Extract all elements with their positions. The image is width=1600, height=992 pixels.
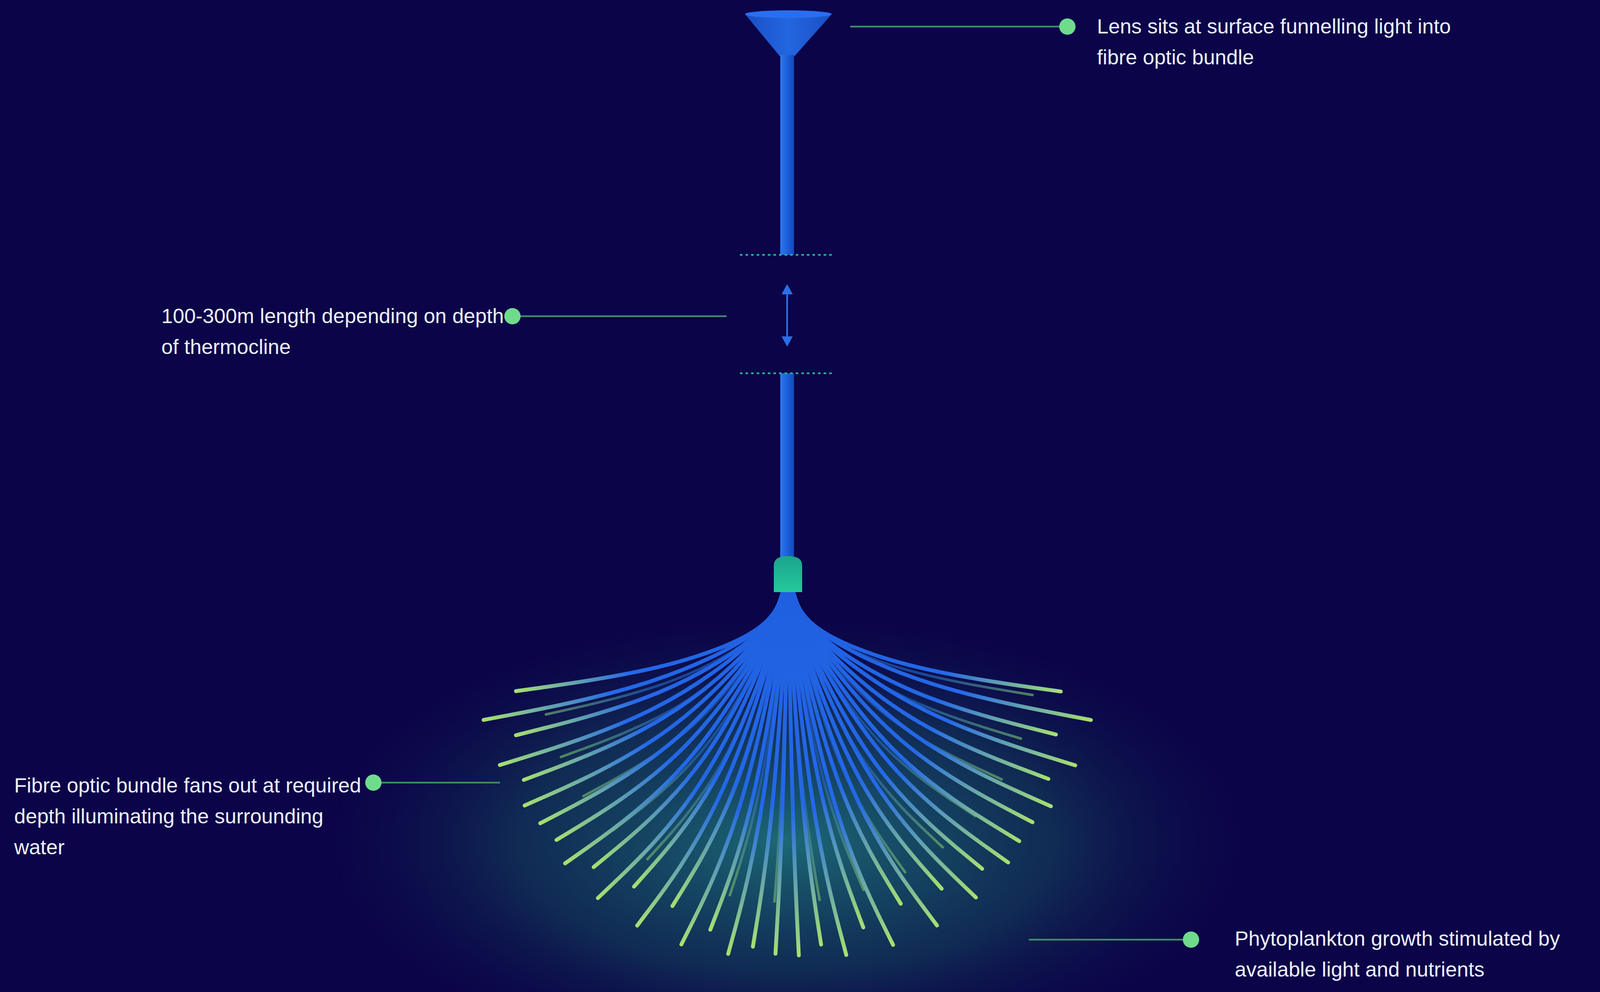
fibre — [792, 591, 1056, 735]
fibre — [565, 591, 785, 864]
leader-line — [520, 315, 727, 318]
callout-label: Phytoplankton growth stimulated by avail… — [1234, 923, 1591, 986]
leader-line — [381, 781, 500, 784]
lens-funnel — [745, 14, 832, 57]
callout-label-box: 100-300m length depending on depth of th… — [161, 300, 505, 363]
break-line — [739, 254, 835, 256]
light-glow — [0, 493, 1600, 992]
lens-rim — [745, 10, 832, 19]
fibre-stem — [780, 373, 794, 561]
fibre-stem — [780, 54, 794, 255]
fibre — [681, 591, 787, 945]
fibre — [792, 591, 1033, 823]
bundle-cap — [773, 556, 803, 593]
leader-dot — [1059, 18, 1076, 35]
fibre — [792, 591, 1076, 766]
leader-dot — [365, 774, 382, 791]
arrowhead — [781, 284, 793, 295]
fibre — [775, 591, 788, 955]
leader-line — [1028, 939, 1183, 941]
callout-label-box: Lens sits at surface funnelling light in… — [1096, 11, 1475, 73]
arrowhead — [781, 336, 793, 347]
dimension-arrow — [786, 291, 788, 340]
callout-label: 100-300m length depending on depth of th… — [161, 300, 505, 363]
fibre — [515, 591, 783, 736]
fibre — [793, 591, 1061, 692]
leader-line — [850, 25, 1064, 28]
fibre — [792, 591, 1051, 807]
callout-label: Fibre optic bundle fans out at required … — [14, 770, 367, 864]
fibre — [793, 591, 1091, 721]
leader-dot — [504, 308, 521, 325]
callout-label: Lens sits at surface funnelling light in… — [1096, 11, 1475, 73]
leader-dot — [1182, 931, 1200, 949]
fibre — [524, 591, 784, 781]
fibre-fan — [483, 591, 1091, 956]
callout-label-box: Phytoplankton growth stimulated by avail… — [1234, 923, 1591, 986]
break-line — [739, 372, 835, 375]
callout-label-box: Fibre optic bundle fans out at required … — [14, 770, 367, 864]
